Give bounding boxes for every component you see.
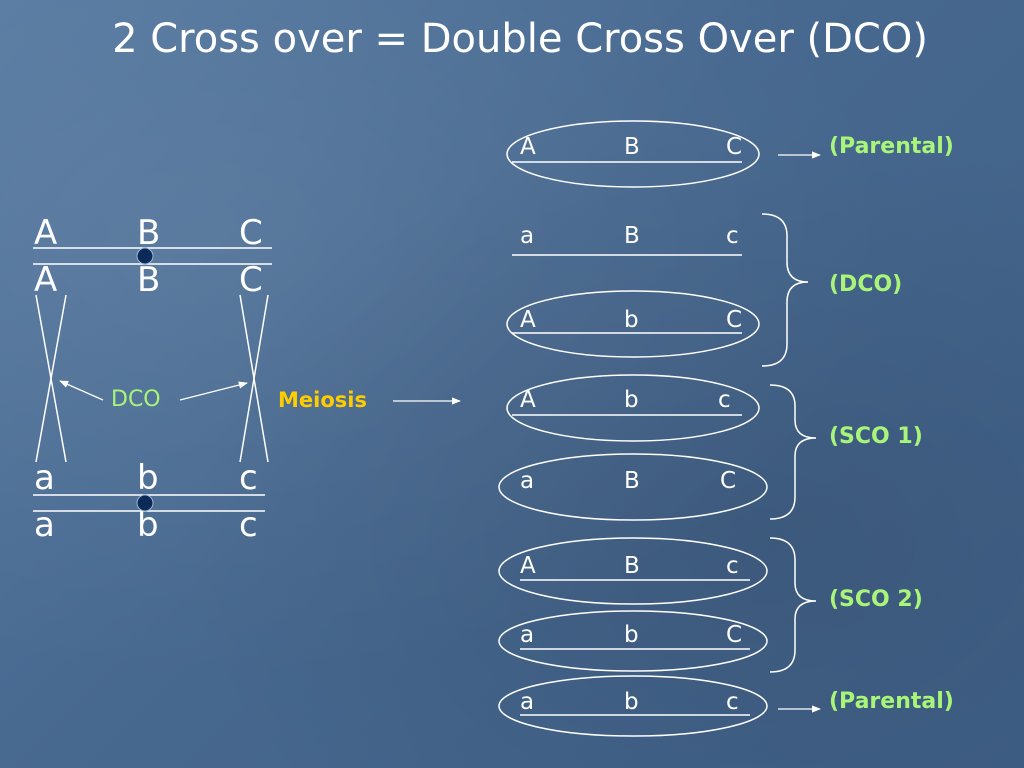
sco1-brace xyxy=(769,384,817,520)
gamete-ellipse xyxy=(506,120,760,188)
gene-bottom-1-b: b xyxy=(137,458,159,498)
gamete-5-gene-3: C xyxy=(720,468,736,494)
gamete-3-gene-2: b xyxy=(624,307,639,333)
gamete-2: a B c xyxy=(512,223,742,256)
gamete-2-gene-1: a xyxy=(520,223,534,249)
crossover-lines xyxy=(35,294,269,463)
sco1-label: (SCO 1) xyxy=(829,424,923,449)
gamete-1: A B C xyxy=(506,120,760,188)
crossover-line xyxy=(35,294,67,463)
gamete-ellipse xyxy=(498,675,768,737)
gamete-ellipse xyxy=(506,290,760,358)
top-homolog-pair: A B C A B C xyxy=(33,213,272,300)
gamete-7-gene-1: a xyxy=(520,622,534,648)
centromere-dot xyxy=(136,494,154,512)
gamete-7-gene-3: C xyxy=(726,622,742,648)
gamete-7: a b C xyxy=(498,610,768,672)
gamete-4: A b c xyxy=(506,374,760,442)
gamete-2-gene-2: B xyxy=(624,223,640,249)
gamete-1-gene-3: C xyxy=(726,134,742,160)
gene-bottom-2-a: a xyxy=(34,505,55,545)
gamete-1-gene-2: B xyxy=(624,134,640,160)
gamete-5: a B C xyxy=(498,453,768,521)
dco-arrow-right xyxy=(179,381,248,401)
dco-brace xyxy=(761,213,809,367)
gene-bottom-2-c: c xyxy=(239,505,258,545)
gene-top-2-a: A xyxy=(34,260,57,300)
gamete-3-gene-1: A xyxy=(520,307,536,333)
gamete-8-gene-2: b xyxy=(624,689,639,715)
gamete-8: a b c xyxy=(498,675,768,737)
meiosis-label: Meiosis xyxy=(278,388,367,412)
gamete-6-gene-3: c xyxy=(726,553,739,579)
gamete-1-gene-1: A xyxy=(520,134,536,160)
gamete-8-gene-1: a xyxy=(520,689,534,715)
gene-top-2-c: C xyxy=(239,260,263,300)
dco-arrow-left xyxy=(59,380,104,401)
crossover-line xyxy=(239,294,269,463)
sco2-label: (SCO 2) xyxy=(829,587,923,612)
gamete-ellipse xyxy=(506,374,760,442)
gamete-4-gene-2: b xyxy=(624,387,639,413)
sco2-brace xyxy=(769,537,817,673)
gamete-3: A b C xyxy=(506,290,760,358)
dco-class-label: (DCO) xyxy=(829,272,902,297)
gamete-3-gene-3: C xyxy=(726,307,742,333)
gamete-6-gene-2: B xyxy=(624,553,640,579)
gamete-8-gene-3: c xyxy=(726,689,739,715)
gamete-4-gene-3: c xyxy=(718,387,731,413)
gamete-2-gene-3: c xyxy=(726,223,739,249)
gene-bottom-2-b: b xyxy=(137,505,159,545)
gamete-ellipse xyxy=(498,610,768,672)
gamete-7-gene-2: b xyxy=(624,622,639,648)
gene-top-2-b: B xyxy=(137,260,160,300)
gene-top-1-b: B xyxy=(137,213,160,253)
parental-top-label: (Parental) xyxy=(829,134,954,159)
gamete-5-gene-2: B xyxy=(624,468,640,494)
gene-bottom-1-c: c xyxy=(239,458,258,498)
gene-top-1-c: C xyxy=(239,213,263,253)
gene-bottom-1-a: a xyxy=(34,458,55,498)
gene-top-1-a: A xyxy=(34,213,57,253)
bottom-homolog-pair: a b c a b c xyxy=(33,458,265,545)
gamete-ellipse xyxy=(498,537,768,605)
slide-title: 2 Cross over = Double Cross Over (DCO) xyxy=(112,16,928,62)
parental-bottom-label: (Parental) xyxy=(829,689,954,714)
gamete-6-gene-1: A xyxy=(520,553,536,579)
gamete-ellipse xyxy=(498,453,768,521)
gamete-6: A B c xyxy=(498,537,768,605)
dco-label: DCO xyxy=(111,387,161,412)
gamete-4-gene-1: A xyxy=(520,387,536,413)
gamete-5-gene-1: a xyxy=(520,468,534,494)
centromere-dot xyxy=(136,247,154,265)
